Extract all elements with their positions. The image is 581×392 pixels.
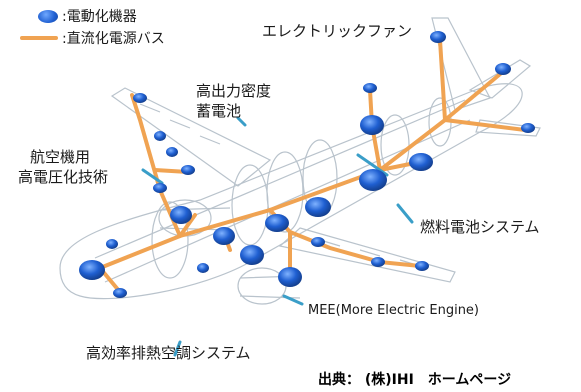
device-dot: [170, 206, 192, 224]
device-legend-icon: [38, 9, 58, 23]
device-dot: [521, 123, 535, 133]
bus-legend-icon: [20, 36, 58, 40]
device-dot: [415, 261, 429, 271]
legend-device: :電動化機器: [38, 6, 137, 26]
device-dot: [278, 267, 302, 287]
legend-bus-label: :直流化電源バス: [62, 31, 165, 47]
label-fuel-cell: 燃料電池システム: [420, 218, 540, 236]
label-battery-line1: 高出力密度: [196, 82, 272, 100]
device-dot: [213, 227, 235, 245]
dc-power-bus: [98, 38, 527, 294]
device-dot: [360, 115, 384, 135]
device-dot: [154, 131, 166, 141]
callout-mee: [282, 294, 304, 306]
device-dot: [430, 31, 446, 43]
device-dot: [79, 260, 105, 280]
callout-hv: [141, 168, 164, 185]
aircraft-wireframe: [59, 17, 541, 305]
device-dot: [305, 197, 331, 217]
label-cooling: 高効率排熱空調システム: [86, 344, 251, 362]
callout-battery: [236, 116, 247, 127]
callout-electric-fan: [356, 153, 389, 177]
device-dot: [371, 257, 385, 267]
device-dot: [311, 237, 325, 247]
callout-cooling: [173, 340, 182, 357]
device-dot: [181, 165, 195, 175]
device-dot: [197, 263, 209, 273]
device-dot: [240, 245, 264, 265]
device-dot: [106, 239, 118, 249]
label-hv-line2: 高電圧化技術: [18, 168, 109, 186]
electrified-devices: [79, 31, 535, 298]
source-credit: 出典： (株)IHI ホームページ: [318, 372, 512, 388]
device-dot: [363, 83, 377, 93]
device-dot: [113, 288, 127, 298]
label-electric-fan: エレクトリックファン: [262, 22, 413, 40]
device-dot: [153, 183, 167, 193]
legend-device-label: :電動化機器: [62, 9, 137, 25]
label-mee: MEE(More Electric Engine): [308, 303, 480, 318]
device-dot: [409, 153, 433, 171]
label-battery-line2: 蓄電池: [196, 102, 242, 120]
callout-fuel-cell: [396, 203, 414, 224]
device-dot: [495, 63, 511, 75]
device-dot: [265, 214, 289, 232]
label-hv-line1: 航空機用: [30, 148, 91, 166]
device-dot: [166, 147, 178, 157]
device-dot: [359, 169, 387, 191]
legend-bus: :直流化電源バス: [20, 28, 165, 48]
device-dot: [133, 93, 147, 103]
callout-lines: [141, 116, 414, 357]
